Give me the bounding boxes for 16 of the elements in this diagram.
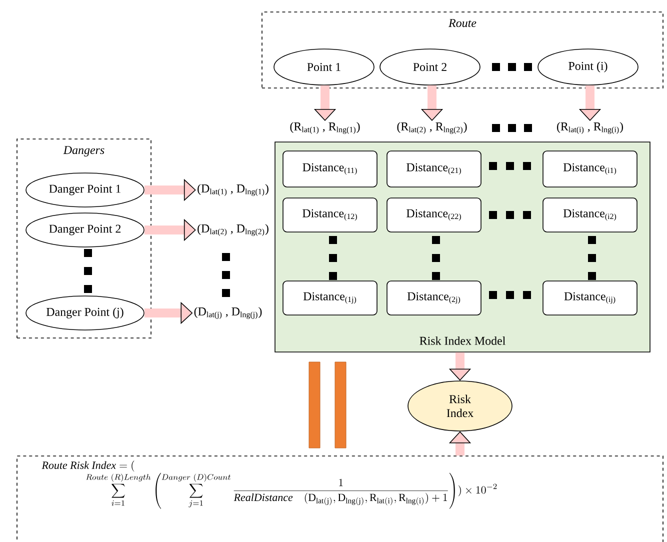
distance-box: Distance$_{(12)}$ — [282, 198, 378, 232]
distance-box: Distance$_{(2j)}$ — [386, 280, 482, 316]
coordinate-text: (R$_{lat(2)}$ , R$_{lng(2)}$) — [397, 122, 467, 134]
distance-box: Distance$_{(1j)}$ — [282, 280, 378, 316]
coordinate-text: (R$_{lat(i)}$ , R$_{lng(i)}$) — [557, 122, 623, 134]
distance-box: Distance$_{(i2)}$ — [542, 198, 638, 232]
distance-box: Distance$_{(21)}$ — [386, 150, 482, 188]
formula-box: $\begin{array}{l}\displaystyle\mathit{Route\ Risk\ Index} = (\\ \displaystyle\qquad\qquad \sum_{i=1}^{Route\ (R)Length}\left(\sum_{j=1}^{Danger\ (D)Count}\frac{1}{\mathit{RealDistance}\quad(\mathrm{D}_{\mathrm{lat(j)}},\mathrm{D}_{\mathrm{lng(j)}},\mathrm{R}_{\mathrm{lat(i)}},\mathrm{R}_{\mathrm{lng(i)}})+1}\right))\times 10^{-2}\end{array}$ — [16, 456, 664, 542]
distance-box: Distance$_{(11)}$ — [282, 150, 378, 188]
distance-box: Distance$_{(ij)}$ — [542, 280, 638, 316]
distance-box: Distance$_{(22)}$ — [386, 198, 482, 232]
coordinate-text: (D$_{lat(2)}$ , D$_{lng(2)}$) — [198, 224, 268, 236]
coordinate-text: (R$_{lat(1)}$ , R$_{lng(1)}$) — [290, 122, 360, 134]
distance-box: Distance$_{(i1)}$ — [542, 150, 638, 188]
coordinate-text: (D$_{lat(j)}$ , D$_{lng(j)}$) — [194, 307, 262, 319]
coordinate-text: (D$_{lat(1)}$ , D$_{lng(1)}$) — [198, 184, 268, 196]
